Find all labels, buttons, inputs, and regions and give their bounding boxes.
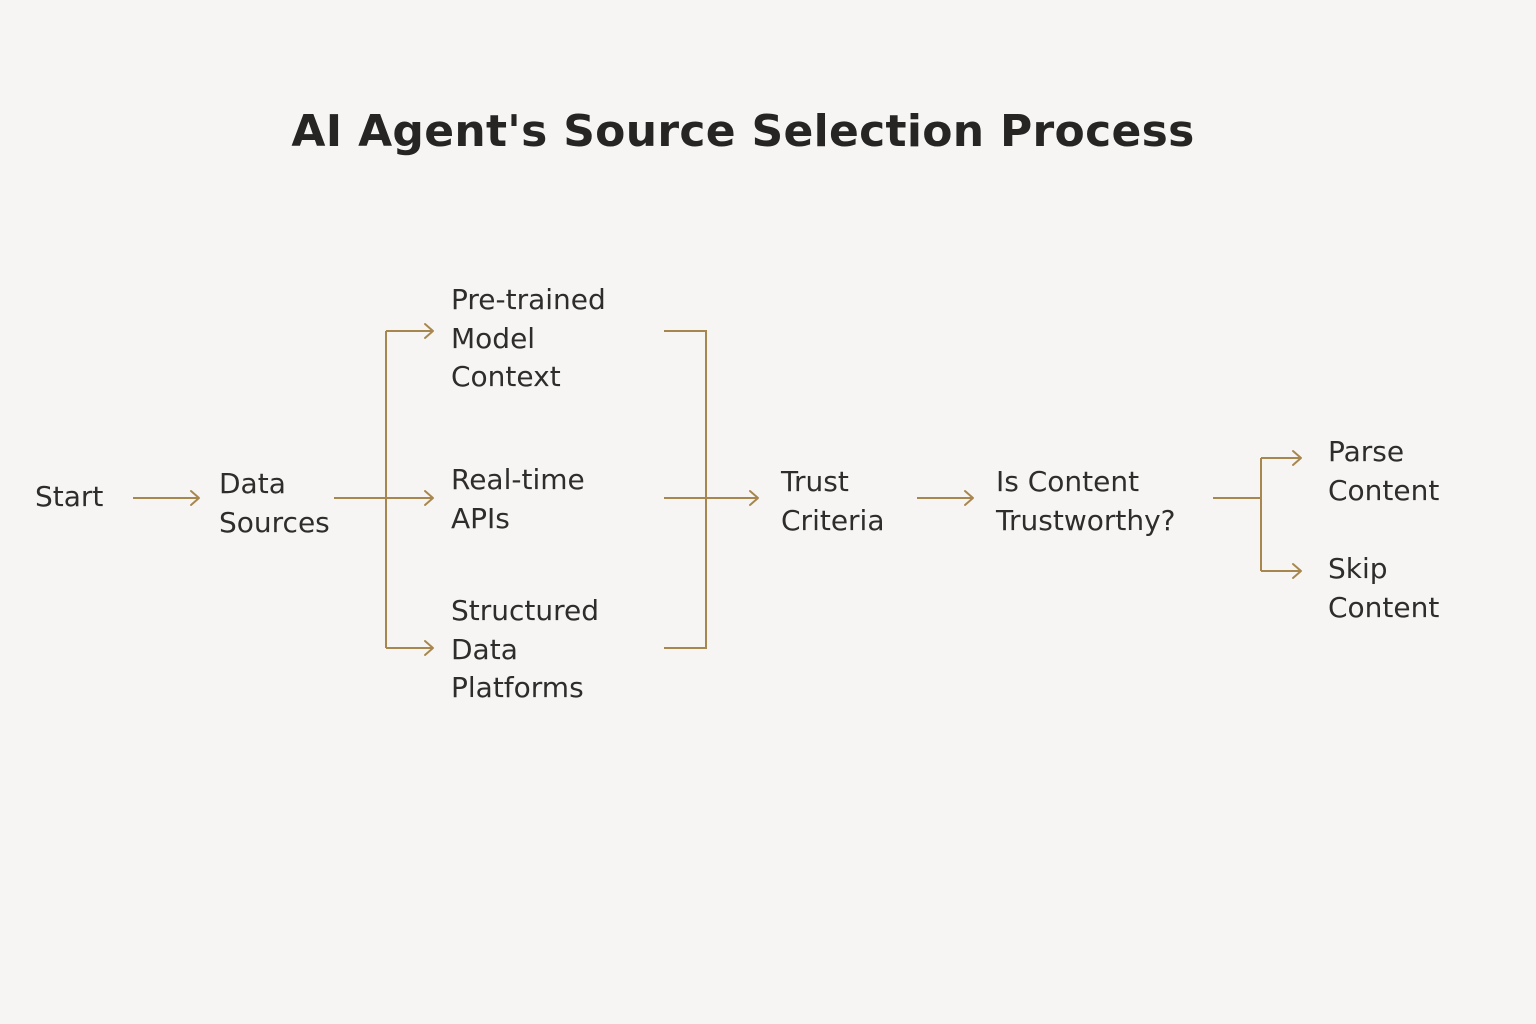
node-label-line: Pre-trained [451,283,606,316]
arrowhead-icon [424,640,434,656]
arrowhead-icon [1292,450,1302,466]
node-parse-content: Parse Content [1328,433,1439,510]
arrowhead-icon [190,490,200,506]
node-label-line: Trustworthy? [996,503,1176,537]
node-label-line: Real-time [451,463,585,496]
node-label-line: Context [451,360,561,393]
diagram-title: AI Agent's Source Selection Process [291,106,1195,157]
arrowhead-icon [424,490,434,506]
edge-sources-merge [664,330,757,649]
arrowhead-icon [964,490,974,506]
node-label-line: Data [451,632,518,666]
node-label-line: Structured [451,594,600,627]
node-label-line: Is Content [996,465,1140,498]
node-trust-criteria: Trust Criteria [781,463,885,540]
edge-decision-branch [1213,457,1300,572]
node-is-content-trustworthy: Is Content Trustworthy? [996,463,1176,540]
edge-data-sources-branch [334,330,432,649]
node-label-line: Sources [219,505,330,539]
node-label-line: Content [1328,590,1440,624]
node-label-line: APIs [451,501,510,535]
node-label-line: Platforms [451,671,584,704]
node-realtime-apis: Real-time APIs [451,461,585,538]
node-label-line: Parse [1328,435,1405,468]
node-label-line: Data [219,467,286,500]
node-label-line: Start [35,480,104,513]
node-skip-content: Skip Content [1328,550,1439,627]
node-label-line: Model [451,321,536,355]
node-label-line: Skip [1328,552,1388,585]
node-data-sources: Data Sources [219,465,330,542]
node-label-line: Trust [781,465,849,498]
node-label-line: Criteria [781,503,885,537]
arrowhead-icon [749,490,759,506]
node-pretrained-model-context: Pre-trained Model Context [451,281,606,397]
node-label-line: Content [1328,473,1440,507]
arrowhead-icon [1292,563,1302,579]
node-structured-data-platforms: Structured Data Platforms [451,592,599,708]
arrowhead-icon [424,323,434,339]
node-start: Start [35,478,103,517]
